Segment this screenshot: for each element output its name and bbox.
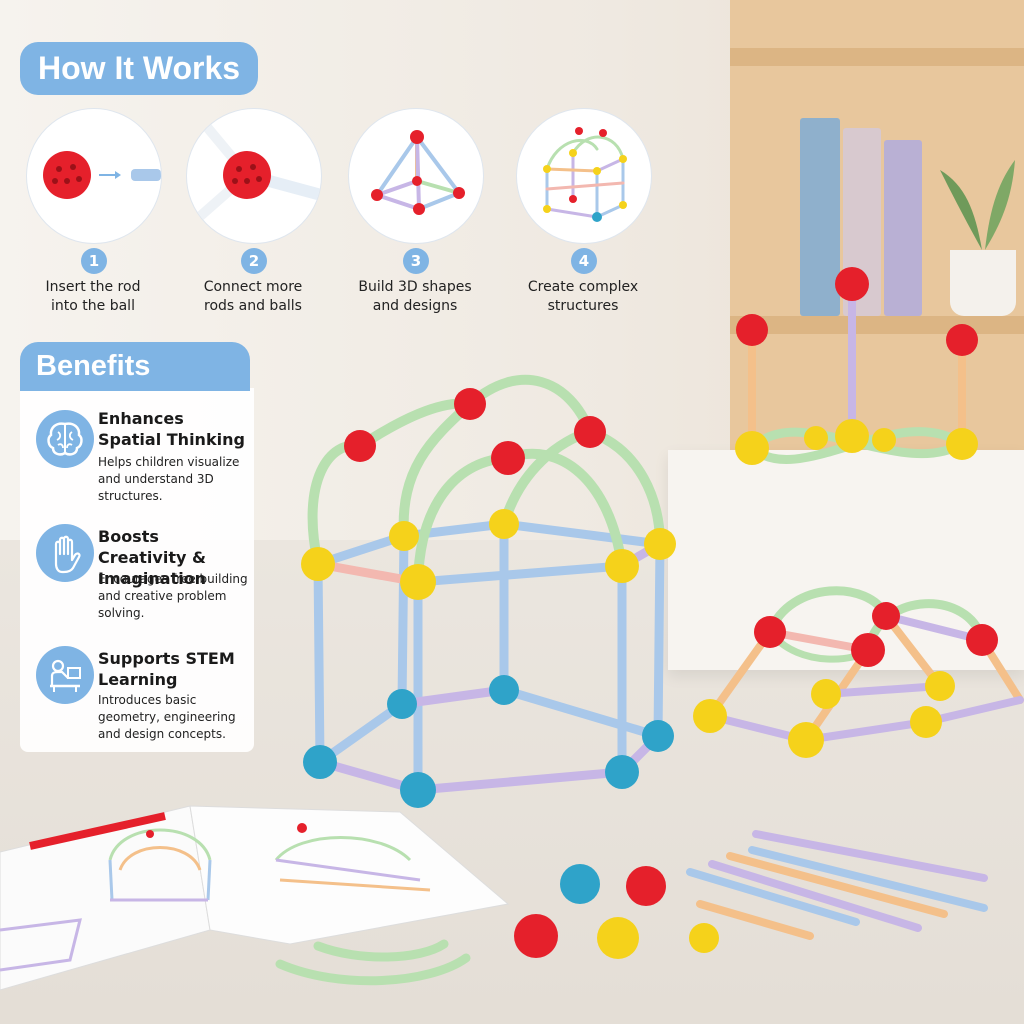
loose-rods [686, 830, 988, 940]
pyramid-icon [371, 130, 465, 215]
brain-icon [36, 410, 94, 468]
step-1-line1: Insert the rod [45, 279, 141, 295]
benefit-2-description: Encourages free building and creative pr… [98, 572, 248, 620]
step-2-line2: rods and balls [204, 298, 302, 314]
benefits-heading: Benefits [20, 342, 250, 391]
benefit-1-description: Helps children visualize and understand … [98, 455, 240, 503]
step-2-illustration [186, 108, 322, 244]
step-3-text: Build 3D shapes and designs [340, 278, 490, 316]
main-structure-balls [301, 388, 676, 808]
step-3-illustration [348, 108, 484, 244]
benefit-3-title: Supports STEM Learning [98, 649, 235, 689]
benefit-3-description: Introduces basic geometry, engineering a… [98, 693, 236, 741]
connected-rods-icon [192, 122, 321, 224]
step-4-line1: Create complex [527, 279, 639, 295]
step-3-line1: Build 3D shapes [358, 279, 472, 295]
step-4-number: 4 [571, 248, 597, 274]
step-1-number: 1 [81, 248, 107, 274]
shelf-board [730, 48, 1024, 66]
plant-icon [940, 160, 1015, 250]
step-2-number: 2 [241, 248, 267, 274]
step-2-text: Connect more rods and balls [178, 278, 328, 316]
step-4-line2: structures [547, 298, 619, 314]
instruction-booklet [0, 805, 510, 991]
step-4-text: Create complex structures [508, 278, 658, 316]
side-structure [693, 586, 1024, 758]
book [884, 140, 922, 316]
step-1-illustration [26, 108, 162, 244]
benefit-2-title: Boosts Creativity & Imagination [98, 527, 207, 588]
loose-balls [514, 864, 719, 959]
step-1-line2: into the ball [51, 298, 135, 314]
step-1-text: Insert the rod into the ball [18, 278, 168, 316]
loose-arc-rods [275, 939, 471, 986]
step-4-illustration [516, 108, 652, 244]
student-desk-icon [36, 646, 94, 704]
ball-and-rod-icon [43, 151, 161, 199]
plinth-structure [735, 267, 978, 465]
step-2-line1: Connect more [203, 279, 303, 295]
step-3-number: 3 [403, 248, 429, 274]
hand-icon [36, 524, 94, 582]
book [800, 118, 840, 316]
benefit-1-title: Enhances Spatial Thinking [98, 409, 245, 449]
step-3-line2: and designs [372, 298, 458, 314]
how-it-works-heading: How It Works [20, 42, 259, 95]
main-structure [307, 374, 665, 795]
complex-structure-icon [543, 127, 627, 222]
plant-pot [950, 250, 1016, 316]
